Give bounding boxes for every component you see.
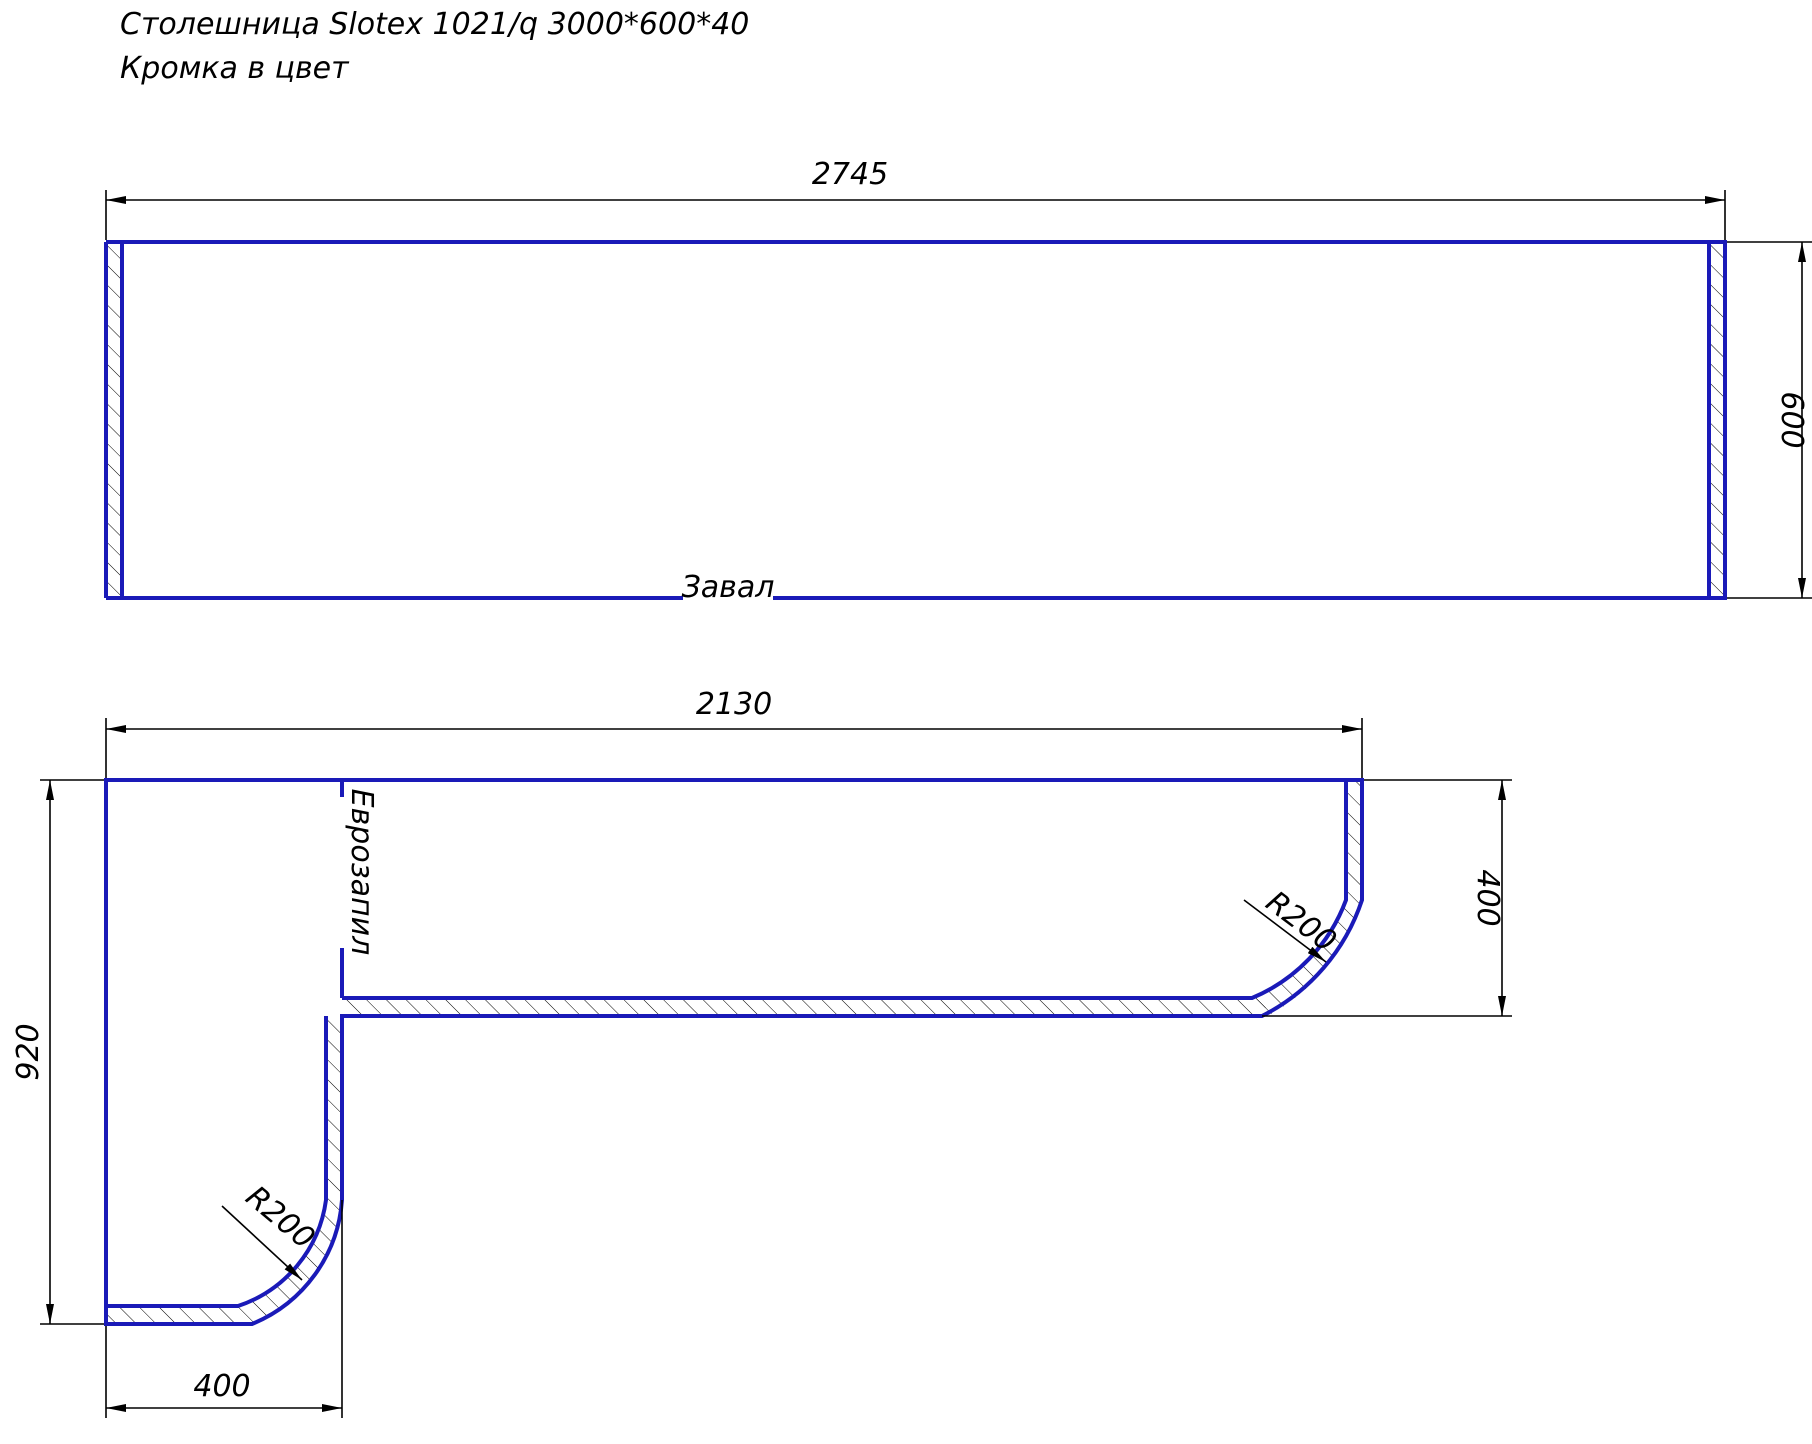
left-leg-hatch <box>106 1016 342 1324</box>
dim-height-top: 600 <box>1774 391 1809 448</box>
top-outline <box>106 240 1727 600</box>
top-countertop <box>104 240 1727 600</box>
dim-width-top: 2745 <box>812 157 888 192</box>
bottom-inner-edge-right <box>342 780 1348 1000</box>
dim-2745 <box>105 190 1726 240</box>
dim-width-left: 400 <box>193 1369 250 1404</box>
right-edge-hatch <box>1709 242 1725 598</box>
bottom-inner-edge-left <box>106 1016 328 1308</box>
right-return-hatch <box>1252 780 1362 1016</box>
radius-leader-left <box>221 1205 303 1281</box>
radius-label-left: R200 <box>239 1179 321 1256</box>
dim-height-total: 920 <box>11 1023 46 1080</box>
header-subtitle: Кромка в цвет <box>120 51 350 86</box>
dim-400-bottom <box>105 1200 343 1418</box>
dim-width-bottom: 2130 <box>696 687 772 722</box>
dim-2130 <box>105 718 1363 778</box>
joint-label-evrozapil: Еврозапил <box>344 789 379 956</box>
left-edge-hatch <box>106 242 122 598</box>
dim-400-right <box>1262 779 1512 1017</box>
radius-leader-right <box>1243 899 1327 963</box>
dim-height-right: 400 <box>1470 869 1505 926</box>
middle-edge-hatch <box>342 998 1270 1016</box>
header-title: Столешница Slotex 1021/q 3000*600*40 <box>120 7 749 42</box>
dim-600 <box>1727 241 1812 599</box>
edge-label-zaval: Завал <box>682 570 775 605</box>
dim-920 <box>40 779 104 1325</box>
